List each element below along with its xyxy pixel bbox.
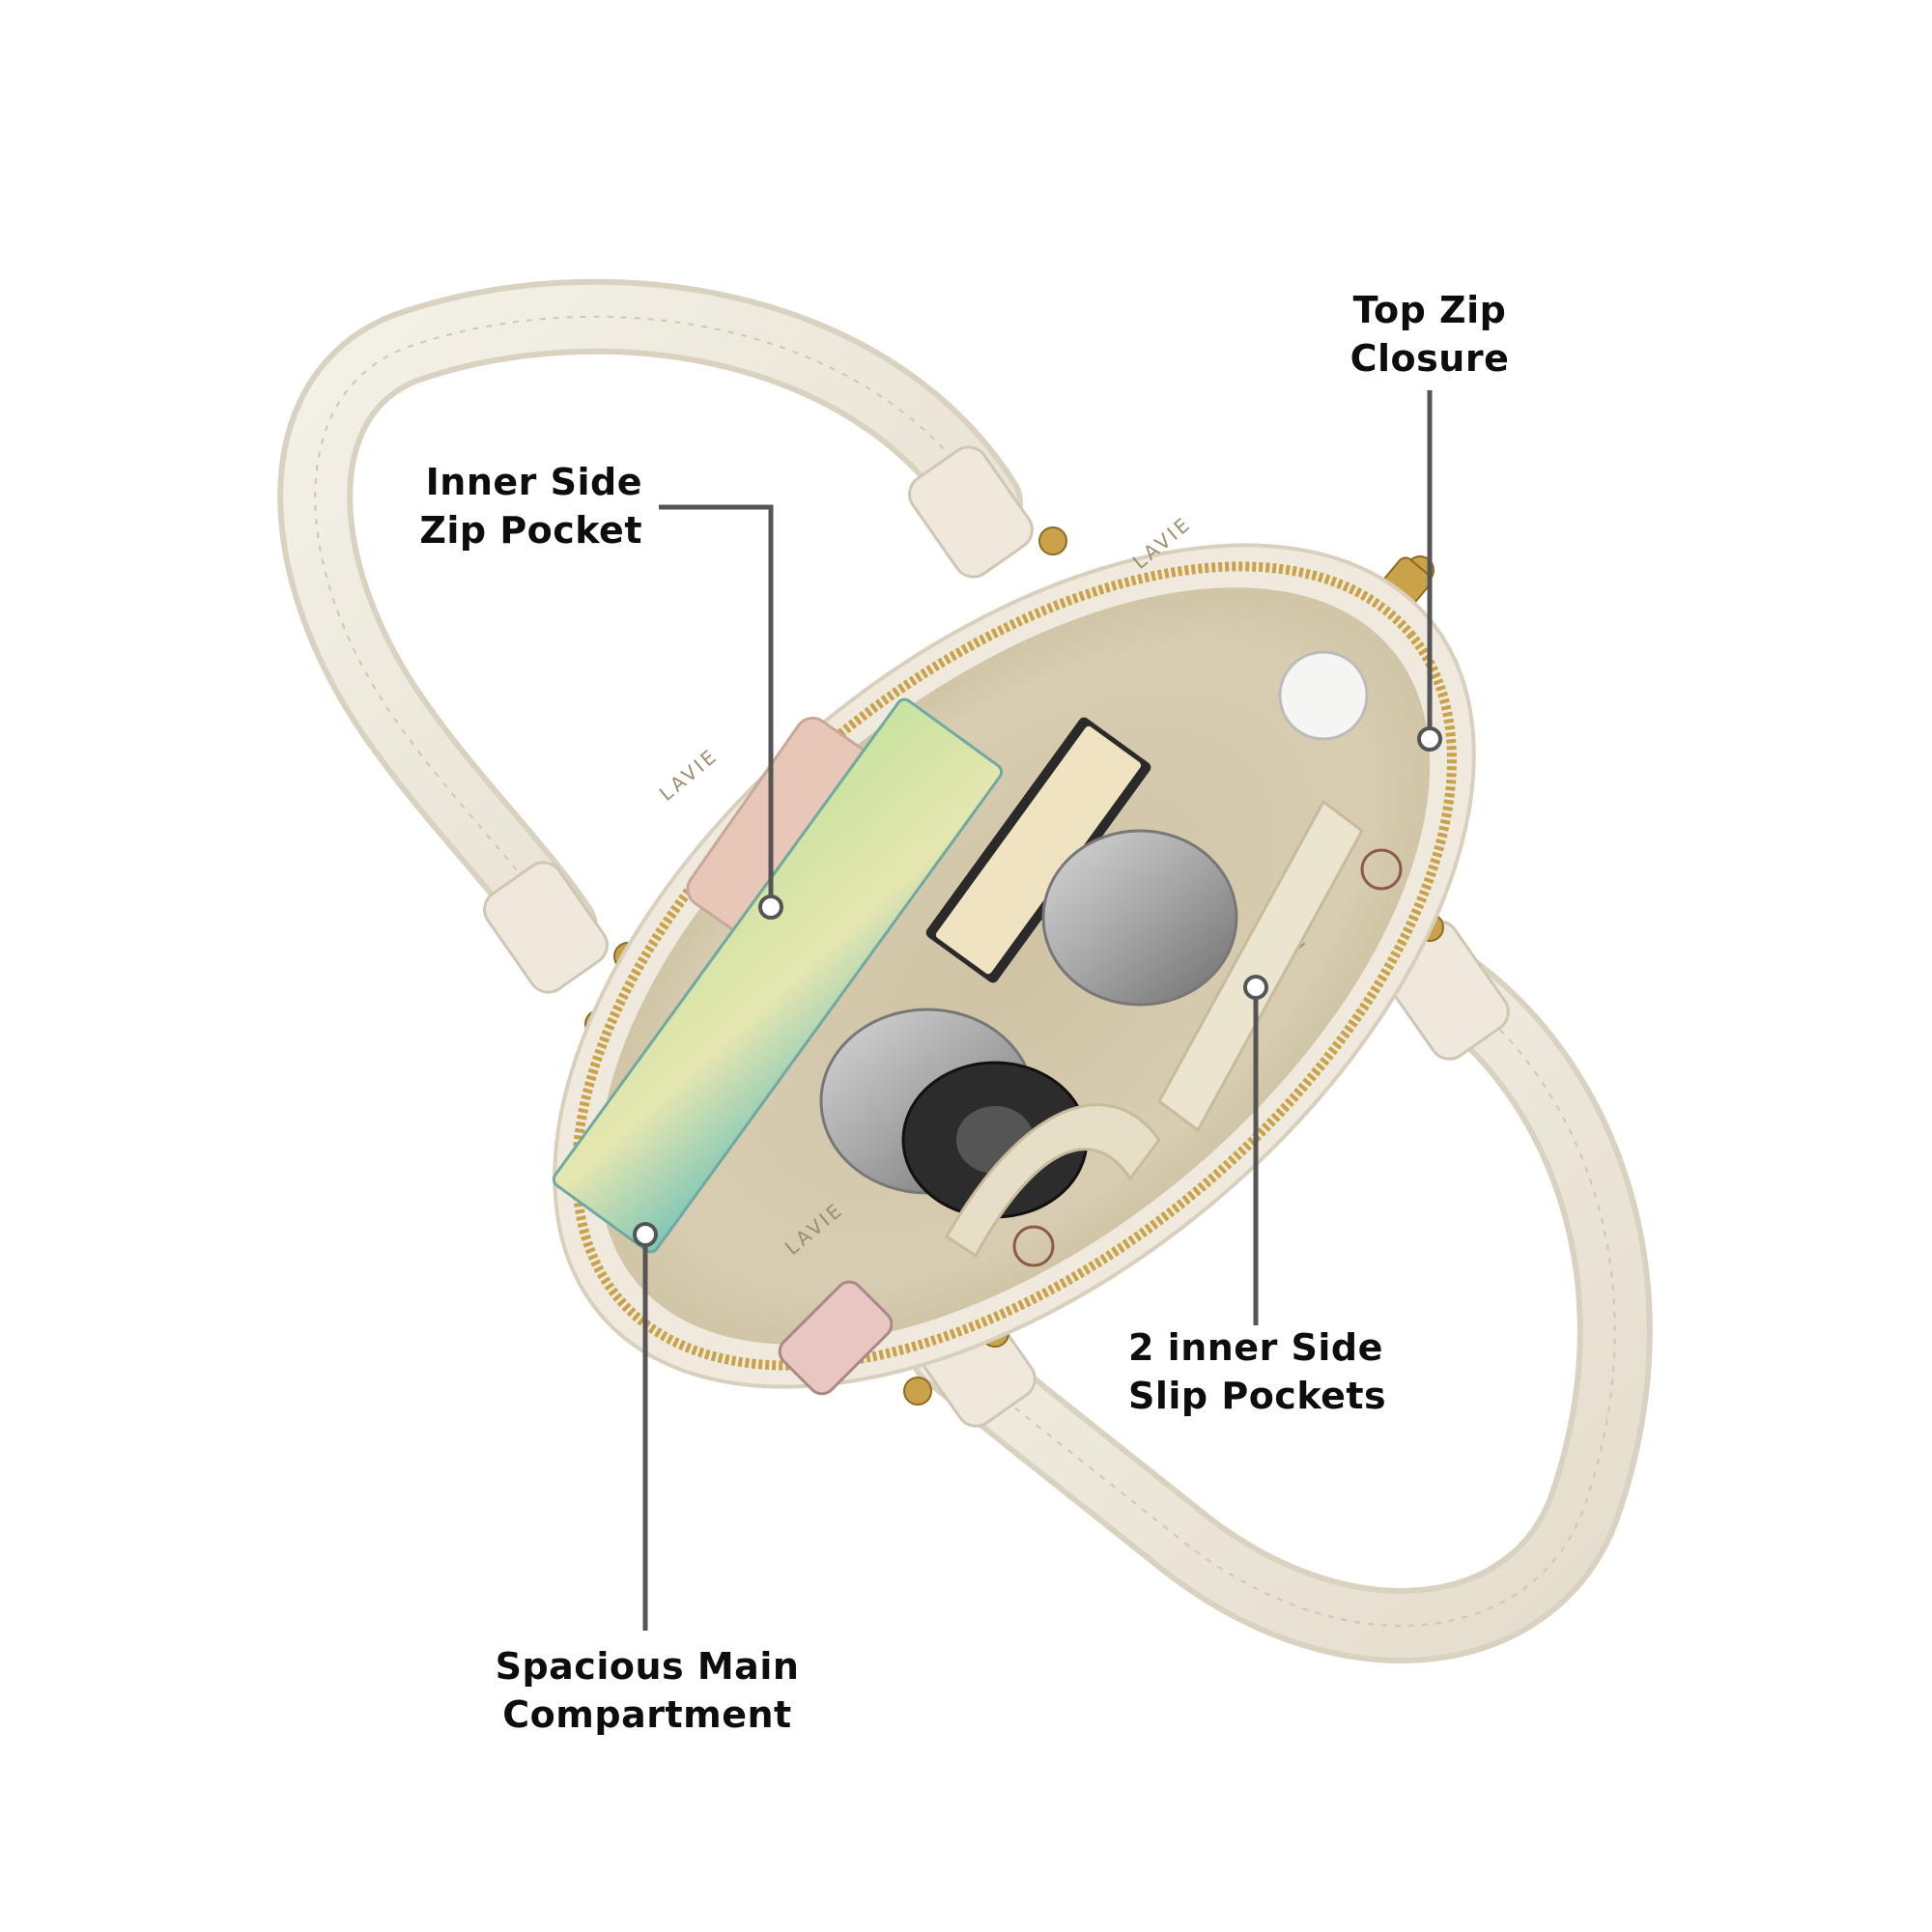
marker-dots [633, 726, 1442, 1247]
callout-slip-pockets-line2: Slip Pockets [1128, 1375, 1387, 1417]
callout-slip-pockets: 2 inner Side Slip Pockets [1128, 1323, 1418, 1420]
callout-main-line1: Spacious Main [495, 1645, 800, 1688]
bag-contents [552, 650, 1369, 1396]
marker-main [633, 1222, 658, 1247]
callout-inner-zip: Inner Side Zip Pocket [386, 458, 642, 554]
callout-main: Spacious Main Compartment [483, 1642, 811, 1739]
marker-inner-zip [758, 895, 783, 920]
marker-top-zip [1417, 726, 1442, 752]
svg-text:LAVIE: LAVIE [655, 744, 723, 806]
leader-line-inner-zip [659, 504, 774, 905]
leader-lines [642, 390, 1433, 1631]
bag-body [553, 543, 1476, 1389]
callout-top-zip-line2: Closure [1350, 337, 1510, 380]
callout-top-zip: Top Zip Closure [1323, 286, 1536, 383]
callout-main-line2: Compartment [502, 1693, 792, 1736]
callout-inner-zip-line1: Inner Side [425, 461, 642, 503]
marker-slip-pockets [1243, 975, 1268, 1000]
callout-inner-zip-line2: Zip Pocket [419, 509, 642, 552]
callout-slip-pockets-line1: 2 inner Side [1128, 1326, 1383, 1369]
callout-top-zip-line1: Top Zip [1352, 289, 1507, 331]
top-handle [277, 278, 1034, 994]
